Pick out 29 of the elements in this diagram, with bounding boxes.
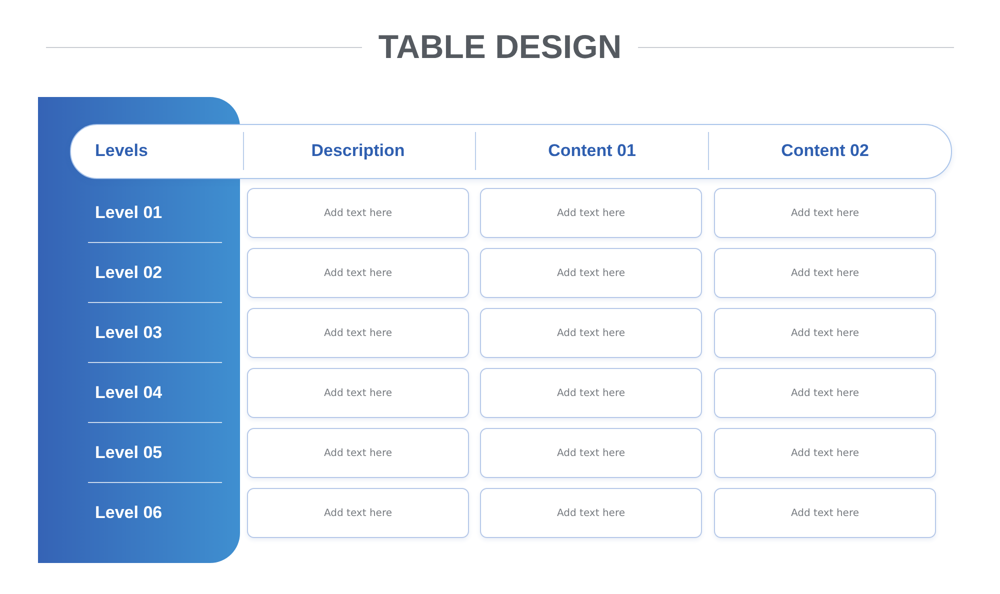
table-cell: Add text here [480,428,702,478]
column-header: Levels [95,141,148,161]
row-header: Level 05 [95,443,162,463]
table-cell: Add text here [714,188,936,238]
row-header: Level 02 [95,263,162,283]
table-cell: Add text here [480,308,702,358]
table-cell: Add text here [247,428,469,478]
table-cell: Add text here [714,368,936,418]
table-cell: Add text here [247,368,469,418]
table-cell: Add text here [480,488,702,538]
table-cell: Add text here [714,488,936,538]
table-cell: Add text here [480,248,702,298]
table-cell: Add text here [247,248,469,298]
row-header: Level 01 [95,203,162,223]
column-header: Content 02 [781,141,869,161]
table-cell: Add text here [247,188,469,238]
column-header: Content 01 [548,141,636,161]
table-cell: Add text here [480,188,702,238]
table-cell: Add text here [247,308,469,358]
column-header: Description [311,141,405,161]
table-cell: Add text here [247,488,469,538]
table-cell: Add text here [714,308,936,358]
table-cell: Add text here [714,248,936,298]
row-header: Level 04 [95,383,162,403]
title: TABLE DESIGN [378,27,622,67]
table-cell: Add text here [714,428,936,478]
row-header: Level 06 [95,503,162,523]
table-cell: Add text here [480,368,702,418]
row-header: Level 03 [95,323,162,343]
